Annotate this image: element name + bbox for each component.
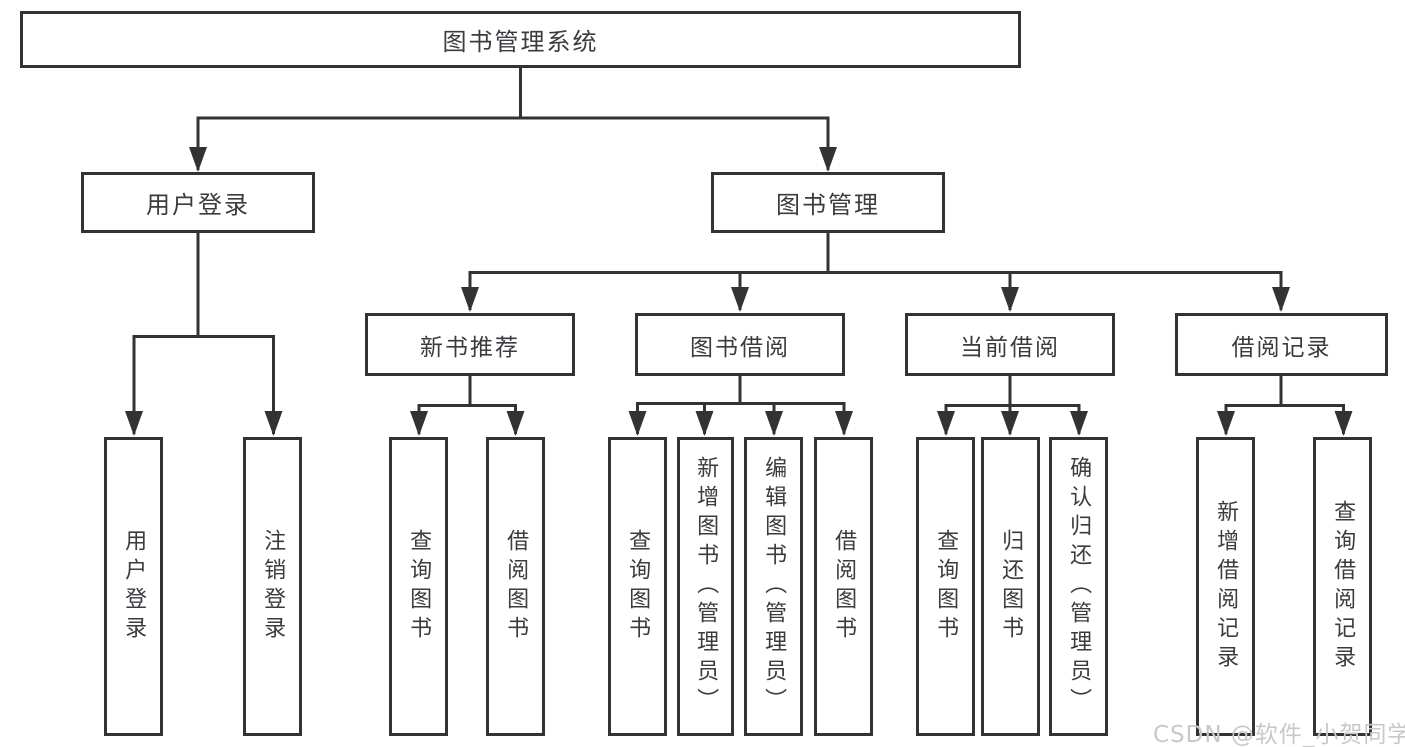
node-add-borrow-record: 新增借阅记录 xyxy=(1196,437,1255,736)
node-user-login-branch: 用户登录 xyxy=(81,172,315,233)
node-borrow-books-borrowing: 借阅图书 xyxy=(814,437,873,736)
node-label: 编辑图书（管理员） xyxy=(761,456,787,717)
node-return-books: 归还图书 xyxy=(981,437,1040,736)
node-label: 确认归还（管理员） xyxy=(1066,456,1092,717)
node-query-books-borrowing: 查询图书 xyxy=(608,437,667,736)
node-query-books-recommendation: 查询图书 xyxy=(389,437,448,736)
node-borrow-books-recommendation: 借阅图书 xyxy=(486,437,545,736)
node-label: 查询借阅记录 xyxy=(1330,499,1356,674)
tree-edges xyxy=(132,66,1345,434)
node-label: 新书推荐 xyxy=(420,334,520,361)
arrowheads xyxy=(125,147,1353,436)
node-label: 查询图书 xyxy=(625,528,651,645)
node-new-book-recommendation: 新书推荐 xyxy=(365,313,575,376)
node-label: 借阅图书 xyxy=(831,528,857,645)
node-label: 新增图书（管理员） xyxy=(693,456,719,717)
node-label: 新增借阅记录 xyxy=(1213,499,1239,674)
node-label: 用户登录 xyxy=(121,528,147,645)
node-query-books-current: 查询图书 xyxy=(916,437,975,736)
node-label: 借阅记录 xyxy=(1231,334,1332,361)
node-label: 查询图书 xyxy=(933,528,959,645)
csdn-watermark: CSDN @软件_小贺同学 xyxy=(1153,722,1405,747)
node-book-management-branch: 图书管理 xyxy=(711,172,945,233)
node-label: 图书管理系统 xyxy=(442,28,599,56)
node-query-borrow-record: 查询借阅记录 xyxy=(1313,437,1372,736)
node-label: 归还图书 xyxy=(998,528,1024,645)
node-label: 查询图书 xyxy=(406,528,432,645)
node-book-management-system: 图书管理系统 xyxy=(20,11,1021,68)
node-label: 图书借阅 xyxy=(690,334,790,361)
node-label: 借阅图书 xyxy=(503,528,529,645)
node-book-borrowing: 图书借阅 xyxy=(635,313,845,376)
node-label: 图书管理 xyxy=(776,191,880,219)
node-current-borrowing: 当前借阅 xyxy=(905,313,1115,376)
node-confirm-return-admin: 确认归还（管理员） xyxy=(1049,437,1108,736)
node-logout: 注销登录 xyxy=(243,437,302,736)
node-edit-books-admin: 编辑图书（管理员） xyxy=(744,437,803,736)
node-label: 注销登录 xyxy=(260,528,286,645)
node-user-login-leaf: 用户登录 xyxy=(104,437,163,736)
node-add-books-admin: 新增图书（管理员） xyxy=(677,437,734,736)
node-label: 用户登录 xyxy=(146,191,250,219)
node-label: 当前借阅 xyxy=(960,334,1060,361)
node-borrowing-records: 借阅记录 xyxy=(1175,313,1388,376)
